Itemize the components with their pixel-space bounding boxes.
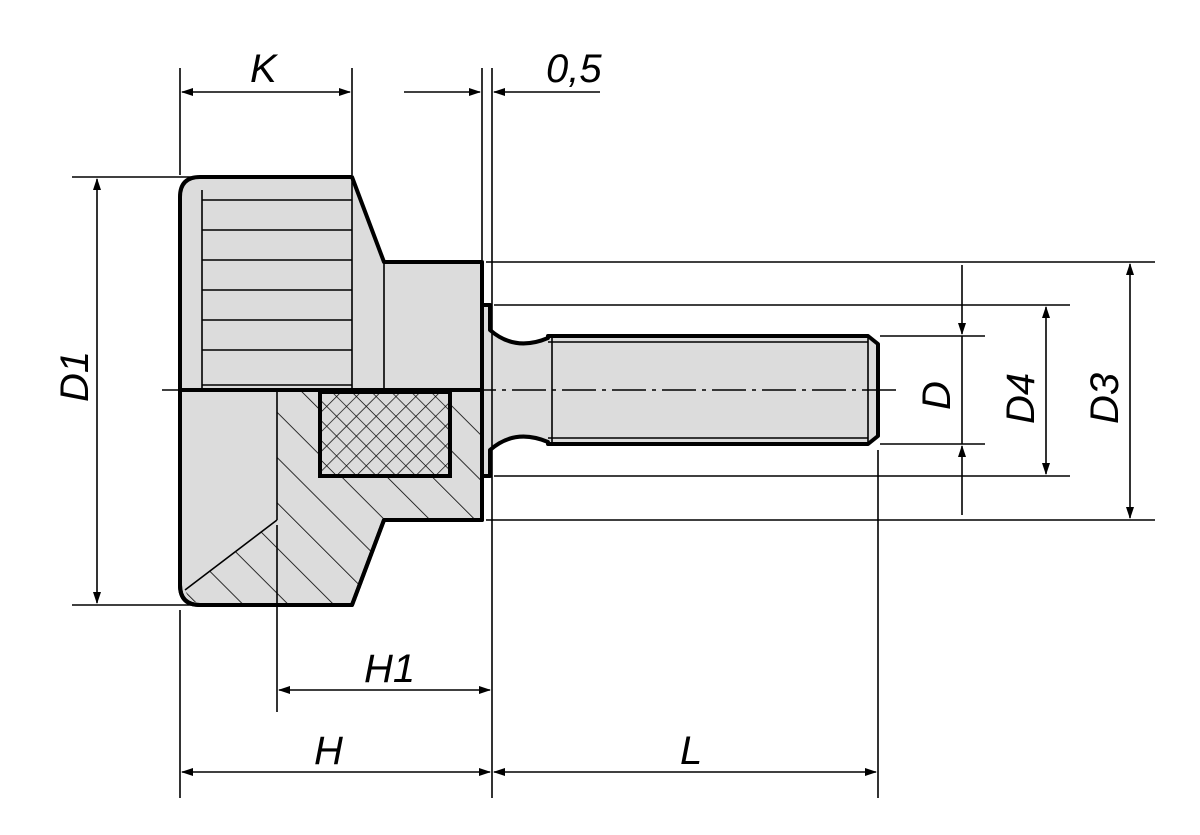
label-d4: D4 (999, 373, 1043, 424)
screw-head (178, 175, 484, 392)
knurl-lines (201, 177, 385, 390)
label-offset: 0,5 (546, 47, 602, 91)
label-h: H (314, 729, 343, 773)
label-h1: H1 (364, 647, 415, 691)
head-section (178, 388, 484, 607)
label-k: K (250, 47, 279, 91)
label-l: L (680, 729, 702, 773)
dimension-lines (93, 88, 1134, 776)
label-d1: D1 (53, 351, 97, 402)
knurled-head-outline (178, 175, 484, 392)
extension-lines (72, 68, 1155, 798)
dimension-labels: K 0,5 D1 D D4 D3 H1 H L (53, 47, 1127, 773)
label-d: D (915, 381, 959, 410)
label-d3: D3 (1083, 373, 1127, 424)
